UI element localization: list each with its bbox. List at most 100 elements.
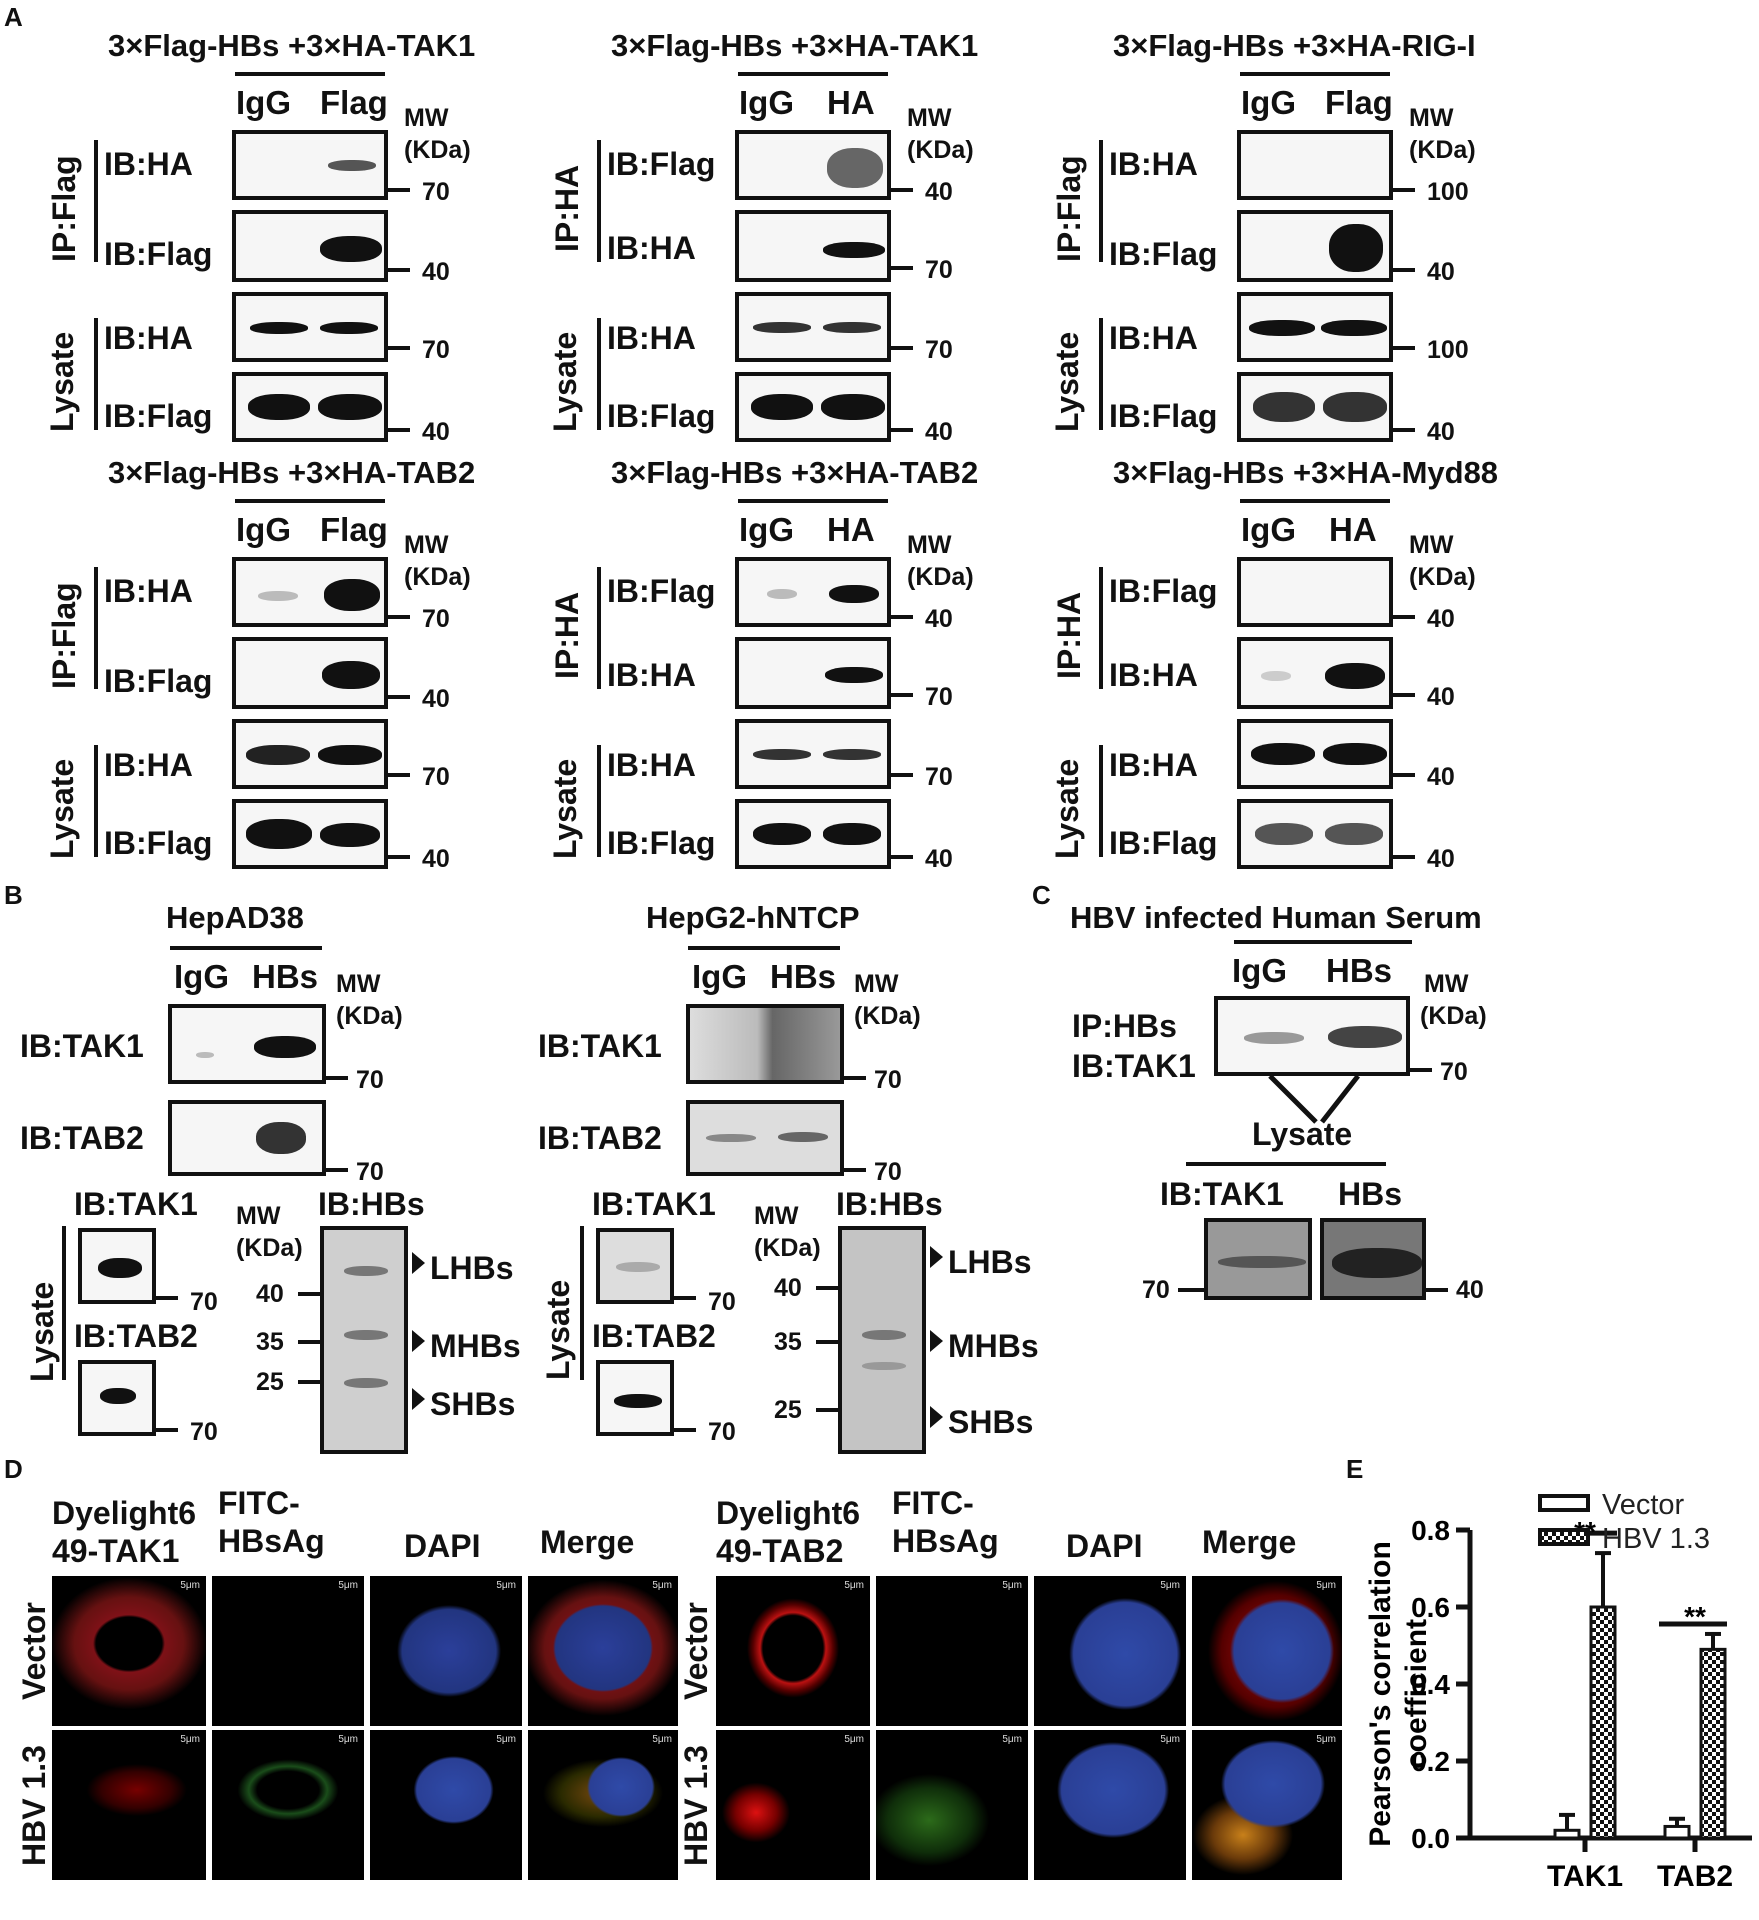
ib-label: IB:HA: [104, 747, 193, 783]
ib-label: IB:Flag: [607, 825, 716, 861]
mw-tick: 35: [256, 1328, 284, 1356]
blot-lysate-tab2: [78, 1360, 156, 1436]
blot-lysate-ha: [232, 719, 388, 789]
blot-lysate-flag: [1237, 799, 1393, 869]
kda-label: (KDa): [236, 1234, 303, 1262]
kda-label: (KDa): [754, 1234, 821, 1262]
mw-tick: 100: [1427, 178, 1469, 206]
row-label-hbv: HBV 1.3: [678, 1745, 714, 1866]
mw-label: MW: [336, 970, 381, 998]
row-label-vector: Vector: [678, 1602, 714, 1700]
y-axis-label: Pearson's correlation: [1364, 1541, 1397, 1847]
mw-label: MW: [1409, 531, 1454, 559]
mw-tick: 40: [422, 685, 450, 713]
lane-label: IgG: [739, 84, 794, 121]
blot-lysate-hbs: [1320, 1218, 1426, 1300]
band-label: LHBs: [430, 1250, 514, 1286]
micrograph-merge-vector: 5μm: [528, 1576, 678, 1726]
ib-label: IB:TAB2: [20, 1120, 144, 1156]
micrograph-dapi-vector-2: 5μm: [1034, 1576, 1186, 1726]
ip-label: IP:HA: [1051, 591, 1087, 679]
bar-tak1-1: [1589, 1605, 1617, 1840]
micrograph-dapi-hbv-2: 5μm: [1034, 1730, 1186, 1880]
lysate-label: Lysate: [547, 331, 583, 432]
ip-label: IP:HA: [549, 164, 585, 252]
mw-tick: 40: [925, 845, 953, 873]
ib-label: IB:Flag: [104, 825, 213, 861]
micrograph-hbsag-vector-2: 5μm: [876, 1576, 1028, 1726]
ib-label: IB:TAK1: [74, 1186, 198, 1222]
blot-lysate-tak1: [78, 1228, 156, 1304]
ib-label: IB:HA: [1109, 657, 1198, 693]
blot-lysate-flag: [735, 372, 891, 442]
blot-ip-ha: [1237, 130, 1393, 200]
panel-label-a: A: [4, 2, 23, 32]
blot-title: 3×Flag-HBs +3×HA-TAK1: [108, 28, 476, 63]
ib-label: IB:HA: [104, 146, 193, 182]
micrograph-tab2-vector: 5μm: [716, 1576, 870, 1726]
ib-label: IB:Flag: [104, 398, 213, 434]
ib-label: IB:HA: [1109, 320, 1198, 356]
blot-ip-ha: [1237, 637, 1393, 709]
micrograph-dapi-vector: 5μm: [370, 1576, 522, 1726]
blot-ip-ha: [735, 210, 891, 282]
blot-title: 3×Flag-HBs +3×HA-TAB2: [108, 455, 476, 490]
blot-lysate-flag: [735, 799, 891, 869]
mw-tick: 70: [422, 336, 450, 364]
micrograph-merge-vector-2: 5μm: [1192, 1576, 1342, 1726]
kda-label: (KDa): [1420, 1002, 1487, 1030]
blot-ip-flag: [1237, 210, 1393, 282]
blot-lysate-hbs: [320, 1226, 408, 1454]
legend-swatch: [1538, 1494, 1590, 1512]
mw-tick: 70: [190, 1288, 218, 1316]
micrograph-tab2-hbv: 5μm: [716, 1730, 870, 1880]
ib-label: IB:HA: [607, 230, 696, 266]
row-label-vector: Vector: [16, 1602, 52, 1700]
mw-tick: 25: [774, 1396, 802, 1424]
ib-label: IB:HA: [607, 747, 696, 783]
lane-label: IgG: [236, 511, 291, 548]
lane-label: HA: [827, 84, 875, 121]
micrograph-tak1-vector: 5μm: [52, 1576, 206, 1726]
ib-label: IB:Flag: [607, 573, 716, 609]
legend-swatch: [1538, 1528, 1590, 1546]
blot-ip-flag: [735, 557, 891, 627]
blot-lysate-ha: [1237, 292, 1393, 362]
ib-label: IB:HA: [607, 657, 696, 693]
ib-label: IB:HA: [104, 573, 193, 609]
mw-label: MW: [854, 970, 899, 998]
mw-tick: 40: [422, 258, 450, 286]
ib-label: IB:Flag: [607, 398, 716, 434]
column-header: Merge: [540, 1524, 635, 1560]
kda-label: (KDa): [404, 563, 471, 591]
mw-tick: 40: [1427, 845, 1455, 873]
row-label-hbv: HBV 1.3: [16, 1745, 52, 1866]
ib-label: IB:HA: [1109, 747, 1198, 783]
micrograph-hbsag-vector: 5μm: [212, 1576, 364, 1726]
lane-label: HBs: [252, 958, 319, 995]
lane-label: IgG: [174, 958, 229, 995]
mw-tick: 70: [925, 763, 953, 791]
kda-label: (KDa): [1409, 563, 1476, 591]
kda-label: (KDa): [854, 1002, 921, 1030]
micrograph-tak1-hbv: 5μm: [52, 1730, 206, 1880]
mw-tick: 70: [708, 1288, 736, 1316]
column-header: Dyelight6 49-TAB2: [716, 1495, 861, 1569]
panel-label-e: E: [1346, 1454, 1364, 1484]
mw-tick: 70: [1142, 1276, 1170, 1304]
panel-label-c: C: [1032, 880, 1051, 910]
lane-label: IgG: [1241, 84, 1296, 121]
column-header: DAPI: [404, 1528, 481, 1564]
x-tick-label: TAK1: [1547, 1860, 1623, 1893]
mw-tick: 35: [774, 1328, 802, 1356]
ip-label: IP:Flag: [46, 155, 82, 262]
lane-label: IgG: [1241, 511, 1296, 548]
blot-ip-ha: [232, 557, 388, 627]
column-header: Dyelight6 49-TAK1: [52, 1495, 197, 1569]
mw-tick: 70: [925, 683, 953, 711]
blot-lysate-ha: [735, 292, 891, 362]
mw-tick: 40: [1427, 763, 1455, 791]
lysate-label: Lysate: [1049, 758, 1085, 859]
blot-title: HepG2-hNTCP: [646, 900, 860, 935]
ib-label: IB:Flag: [104, 236, 213, 272]
